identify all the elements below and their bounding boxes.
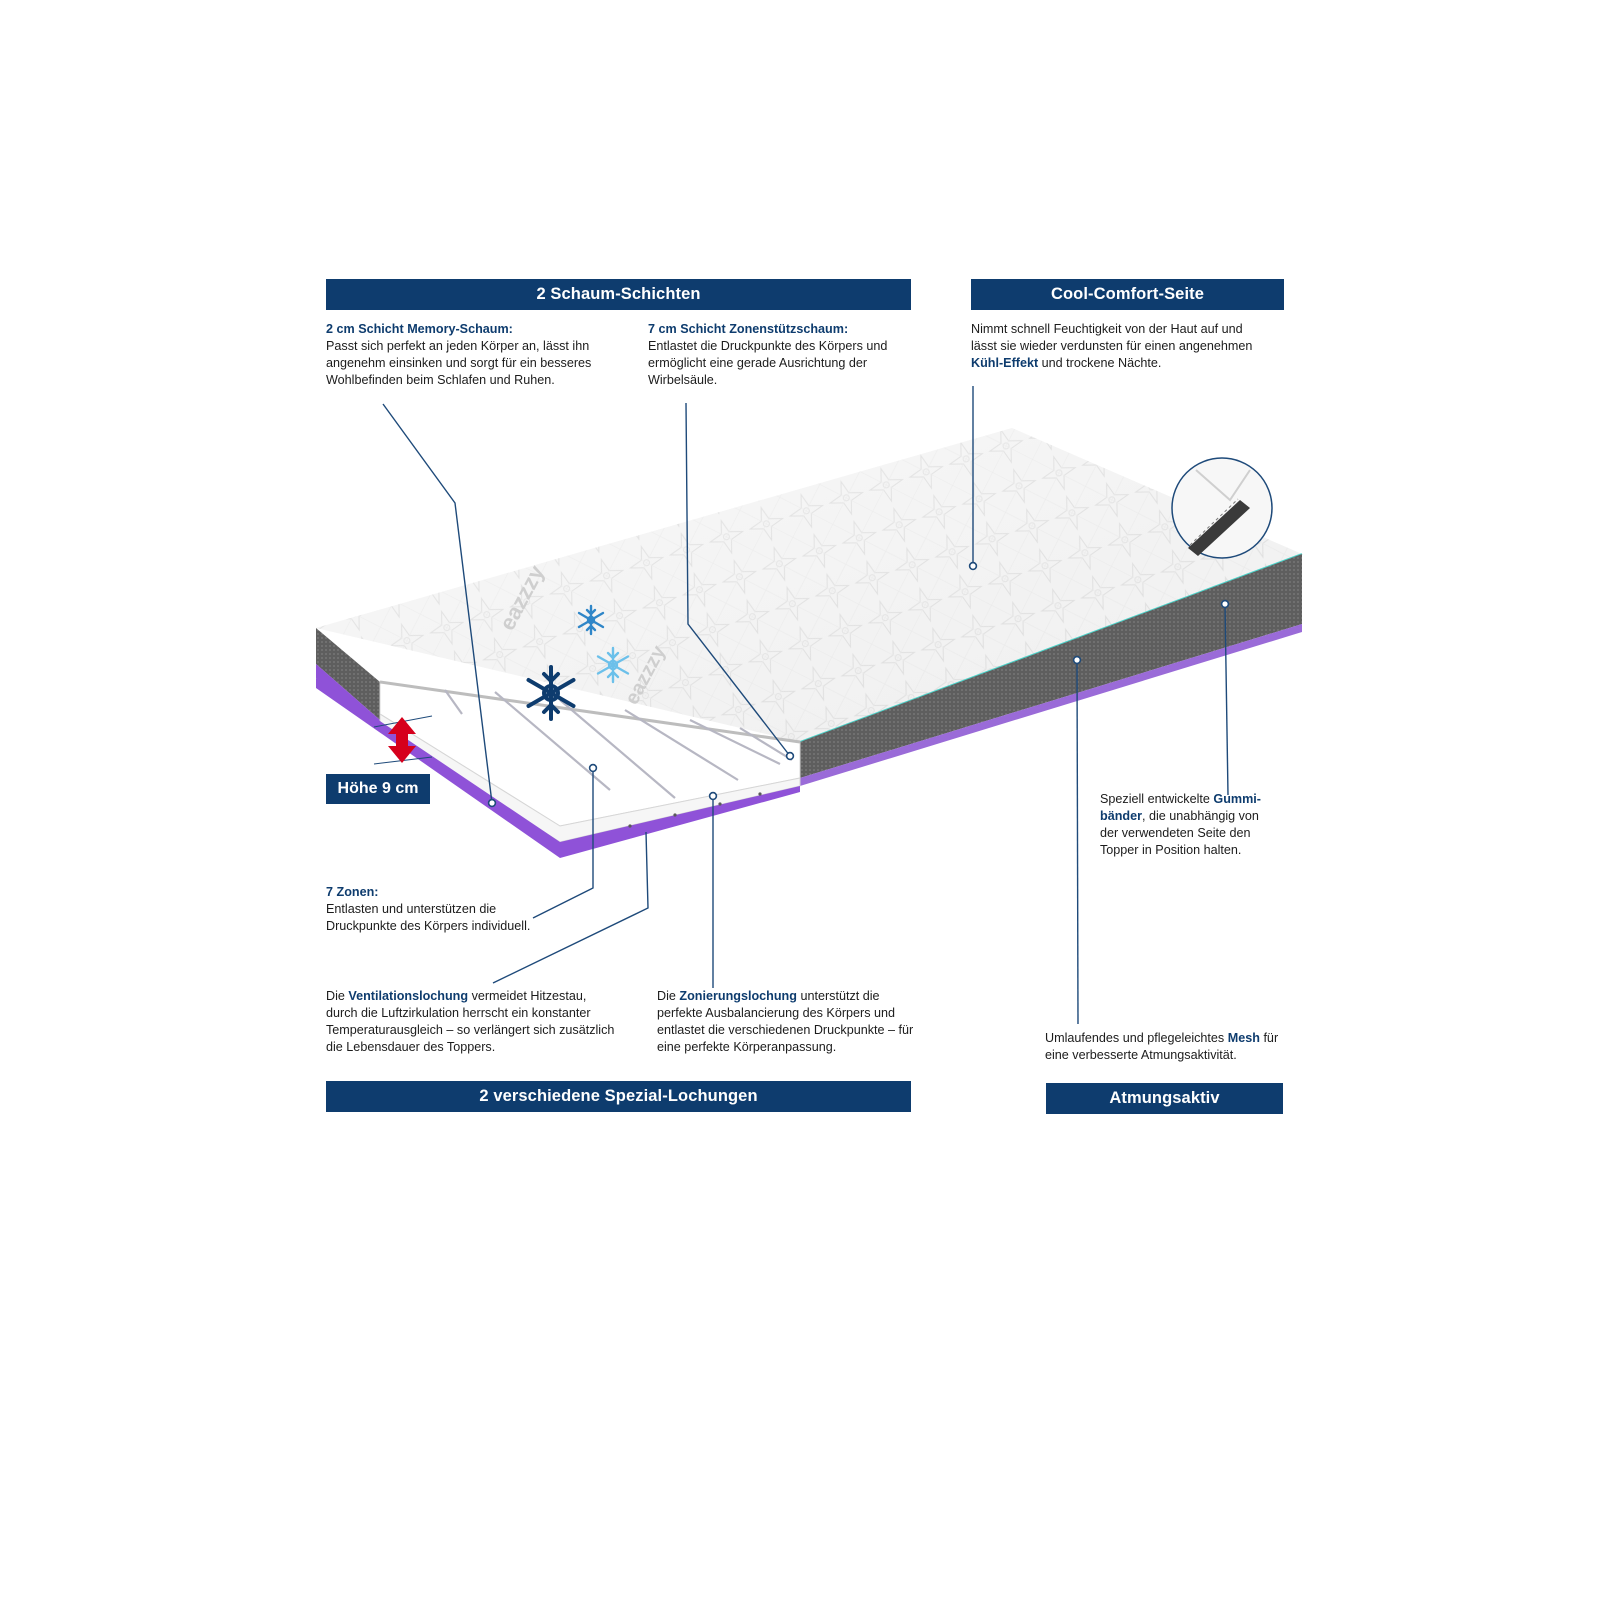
leader-line-vent <box>492 831 649 984</box>
callout-memory-foam: 2 cm Schicht Memory-Schaum: Passt sich p… <box>326 321 616 389</box>
callout-mesh: Umlaufendes und pflegeleichtes Mesh für … <box>1045 1030 1290 1064</box>
leader-line-zonen <box>532 768 594 919</box>
callout-cool-text-a: Nimmt schnell Feuchtigkeit von der Haut … <box>971 322 1253 353</box>
callout-zonierung-text-a: Die <box>657 989 676 1003</box>
marker-memory <box>487 798 497 808</box>
footer-bar-spezial-lochungen: 2 verschiedene Spezial-Lochungen <box>326 1081 911 1112</box>
marker-mesh <box>1072 655 1082 665</box>
leader-line-mesh <box>1076 659 1079 1025</box>
callout-zonenstuetz-title: 7 cm Schicht Zonenstützschaum: <box>648 322 849 336</box>
callout-zonen-title: 7 Zonen: <box>326 885 379 899</box>
callout-gummi-highlight: Gummi-bänder <box>1100 792 1261 823</box>
callout-cool-comfort: Nimmt schnell Feuchtigkeit von der Haut … <box>971 321 1271 372</box>
marker-zonenstuetz <box>785 751 795 761</box>
marker-zonierung <box>708 791 718 801</box>
leader-line-gummi <box>1224 603 1229 796</box>
header-bar-cool-comfort: Cool-Comfort-Seite <box>971 279 1284 310</box>
height-label: Höhe 9 cm <box>326 774 430 804</box>
snowflake-icon <box>526 665 576 721</box>
callout-ventilationslochung: Die Ventilationslochung vermeidet Hitzes… <box>326 988 616 1056</box>
callout-mesh-highlight: Mesh <box>1227 1031 1260 1045</box>
callout-mesh-text-b: für eine verbesserte Atmungsaktivität. <box>1045 1031 1279 1062</box>
callout-vent-highlight: Ventilationslochung <box>348 989 469 1003</box>
callout-zonierung-text-b: unterstützt die perfekte Ausbalancierung… <box>657 989 914 1054</box>
callout-memory-text: Passt sich perfekt an jeden Körper an, l… <box>326 339 592 387</box>
callout-cool-highlight: Kühl-Effekt <box>971 356 1039 370</box>
elastic-band-inset-icon <box>1171 457 1273 559</box>
mesh-side-right <box>800 554 1302 778</box>
callout-zonenstuetzschaum: 7 cm Schicht Zonenstützschaum: Entlastet… <box>648 321 910 389</box>
callout-gummibaender: Speziell entwickelte Gummi-bänder, die u… <box>1100 791 1270 859</box>
mesh-side-left <box>316 628 380 720</box>
callout-gummi-text-b: , die unabhängig von der verwendeten Sei… <box>1100 809 1259 857</box>
marker-gummi <box>1220 599 1230 609</box>
header-bar-schaum-schichten: 2 Schaum-Schichten <box>326 279 911 310</box>
callout-vent-text-a: Die <box>326 989 345 1003</box>
callout-zonen-text: Entlasten und unterstützen die Druckpunk… <box>326 902 531 933</box>
marker-zonen <box>588 763 598 773</box>
leader-line-zonenstuetz <box>685 402 791 757</box>
snowflake-icon <box>596 646 630 684</box>
callout-zonierung-highlight: Zonierungslochung <box>679 989 797 1003</box>
callout-zonierungslochung: Die Zonierungslochung unterstützt die pe… <box>657 988 915 1056</box>
leader-line-memory <box>382 403 493 804</box>
footer-bar-atmungsaktiv: Atmungsaktiv <box>1046 1083 1283 1114</box>
marker-cool <box>968 561 978 571</box>
callout-zonenstuetz-text: Entlastet die Druckpunkte des Körpers un… <box>648 339 888 387</box>
callout-mesh-text-a: Umlaufendes und pflegeleichtes <box>1045 1031 1225 1045</box>
height-arrow-icon <box>373 715 433 765</box>
callout-memory-title: 2 cm Schicht Memory-Schaum: <box>326 322 513 336</box>
callout-vent-text-b: vermeidet Hitzestau, durch die Luftzirku… <box>326 989 615 1054</box>
callout-gummi-text-a: Speziell entwickelte <box>1100 792 1210 806</box>
callout-cool-text-b: und trockene Nächte. <box>1041 356 1162 370</box>
snowflake-icon <box>577 604 605 636</box>
callout-7-zonen: 7 Zonen: Entlasten und unterstützen die … <box>326 884 546 935</box>
